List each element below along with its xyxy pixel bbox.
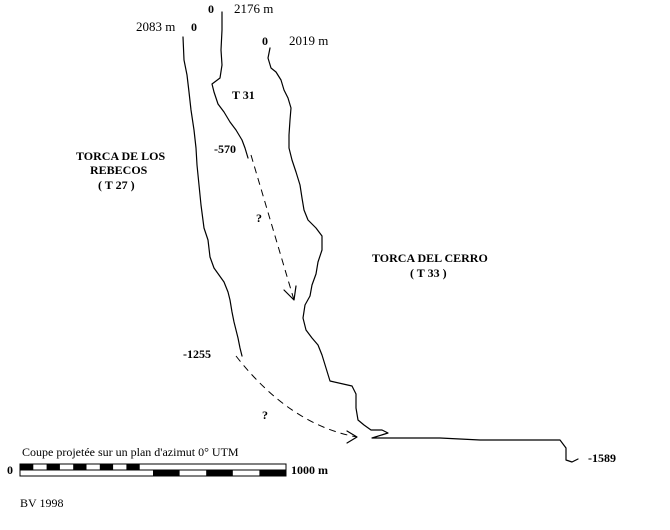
- cerro-name: TORCA DEL CERRO: [372, 251, 488, 265]
- cerro-profile-line: [267, 47, 579, 463]
- cerro-entrance-altitude: 2019 m: [289, 33, 328, 48]
- scale-bar: [19, 463, 287, 477]
- rebecos-entrance-zero: 0: [191, 20, 197, 34]
- t31-depth-label: -570: [214, 142, 236, 156]
- lower-connection-dashed-line: [235, 355, 358, 438]
- t31-label: T 31: [232, 88, 255, 102]
- cerro-entrance-zero: 0: [262, 34, 268, 48]
- upper-connection-arrowhead: [283, 285, 297, 301]
- t31-profile-line: [211, 11, 249, 159]
- rebecos-profile-line: [182, 36, 243, 357]
- cerro-depth-label: -1589: [588, 451, 616, 465]
- lower-connection-arrowhead: [346, 430, 358, 444]
- scale-end-label: 1000 m: [291, 463, 328, 477]
- t31-entrance-altitude: 2176 m: [234, 1, 273, 16]
- author-credit: BV 1998: [20, 496, 63, 510]
- rebecos-name-line2: REBECOS: [90, 163, 148, 177]
- rebecos-code: ( T 27 ): [98, 178, 135, 192]
- upper-connection-question-mark: ?: [256, 211, 262, 225]
- upper-connection-dashed-line: [250, 154, 295, 301]
- rebecos-depth-label: -1255: [183, 347, 211, 361]
- scale-start-label: 0: [7, 463, 13, 477]
- lower-connection-question-mark: ?: [262, 408, 268, 422]
- rebecos-name-line1: TORCA DE LOS: [76, 149, 165, 163]
- scale-caption: Coupe projetée sur un plan d'azimut 0° U…: [22, 445, 239, 459]
- cerro-code: ( T 33 ): [410, 266, 447, 280]
- t31-entrance-zero: 0: [208, 2, 214, 16]
- rebecos-entrance-altitude: 2083 m: [136, 19, 175, 34]
